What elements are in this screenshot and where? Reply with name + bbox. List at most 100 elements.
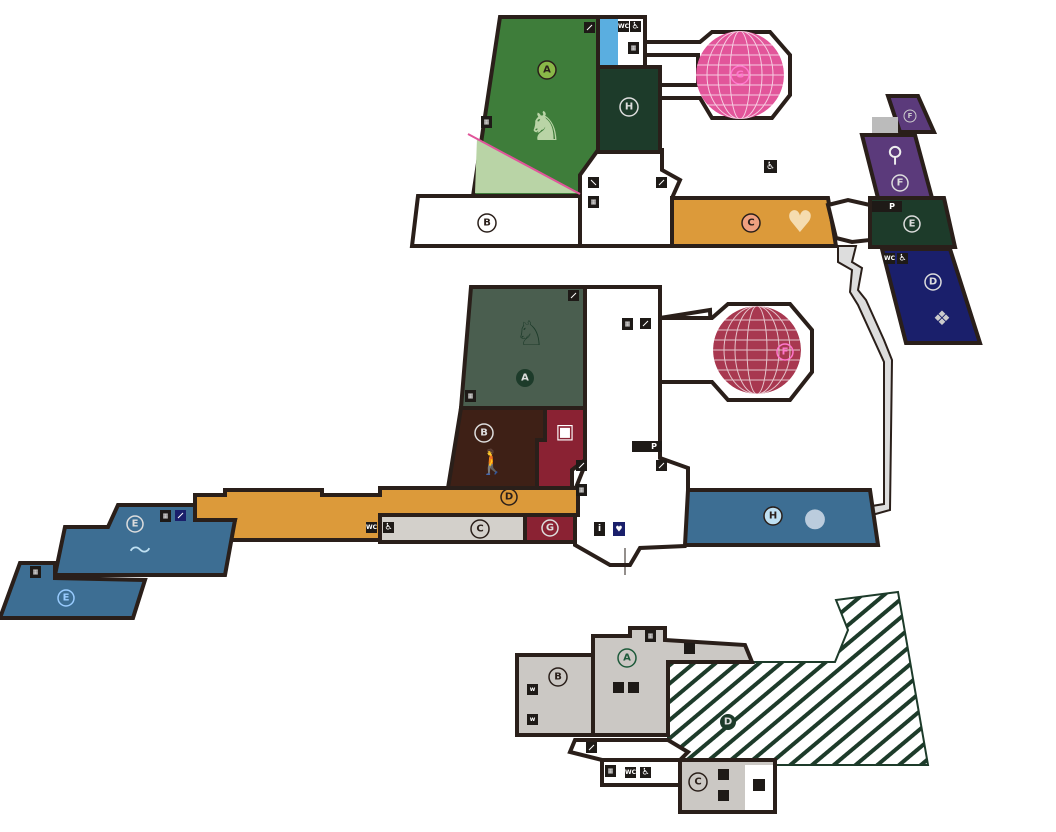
svg-text:B: B xyxy=(483,218,491,229)
room-label-A: A xyxy=(617,648,637,668)
elevator-icon: ▦ xyxy=(588,196,599,208)
svg-text:WC: WC xyxy=(884,255,896,262)
locker-icon xyxy=(684,643,695,654)
connector-path xyxy=(837,245,894,517)
svg-text:▦: ▦ xyxy=(648,633,654,640)
svg-text:♿: ♿ xyxy=(384,523,392,533)
svg-text:▦: ▦ xyxy=(608,768,614,775)
room-label-B: B xyxy=(548,667,568,687)
room-label-G: G xyxy=(541,519,559,537)
upper-room-H[interactable] xyxy=(596,65,662,154)
svg-text:♿: ♿ xyxy=(766,161,775,172)
changing-icon xyxy=(628,682,639,693)
room-label-E-lower: E xyxy=(57,589,75,607)
room-label-F: F xyxy=(891,174,909,192)
wheelchair-icon: ♿ xyxy=(383,522,394,533)
elevator-icon: ▦ xyxy=(160,510,171,522)
wc-icon: WC xyxy=(618,21,630,32)
moose-icon: ♞ xyxy=(527,104,563,150)
svg-text:G: G xyxy=(736,70,744,81)
room-label-H: H xyxy=(763,506,783,526)
room-label-D: D xyxy=(924,273,942,291)
svg-text:WC: WC xyxy=(625,769,637,776)
stairs-icon xyxy=(640,318,651,329)
stairs-icon xyxy=(586,742,597,753)
wc-icon: WC xyxy=(366,522,378,533)
svg-text:G: G xyxy=(546,523,554,534)
svg-text:♿: ♿ xyxy=(641,768,649,778)
stairs-icon xyxy=(175,510,186,521)
svg-text:D: D xyxy=(505,492,513,503)
svg-text:▦: ▦ xyxy=(33,569,39,576)
room-label-F: F xyxy=(776,343,794,361)
svg-text:F: F xyxy=(782,347,789,358)
stairs-icon xyxy=(576,460,587,471)
room-label-C: C xyxy=(688,772,708,792)
svg-text:▦: ▦ xyxy=(484,119,490,126)
stairs-icon xyxy=(656,177,667,188)
svg-text:P: P xyxy=(651,442,657,451)
stairs-icon xyxy=(656,460,667,471)
room-label-B: B xyxy=(477,213,497,233)
wheelchair-icon: ♿ xyxy=(640,767,651,778)
lower-room-D[interactable] xyxy=(667,590,930,766)
svg-text:ᴡ: ᴡ xyxy=(530,686,536,693)
svg-text:♿: ♿ xyxy=(898,254,906,264)
room-label-A: A xyxy=(537,60,557,80)
crystal-icon: ❖ xyxy=(933,306,951,330)
svg-text:C: C xyxy=(476,524,483,535)
upper-room-D[interactable] xyxy=(879,247,983,345)
elevator-icon: ▦ xyxy=(628,42,639,54)
room-label-B: B xyxy=(474,423,494,443)
dinosaur-icon: ♘ xyxy=(515,314,545,354)
stairs-icon xyxy=(568,290,579,301)
elevator-icon: ▦ xyxy=(576,484,587,496)
svg-text:E: E xyxy=(132,519,139,530)
elevator-icon: ▦ xyxy=(622,318,633,330)
wc-icon: WC xyxy=(625,767,637,778)
main-room-C[interactable] xyxy=(378,513,527,544)
svg-text:A: A xyxy=(543,65,551,76)
microscope-icon: ⚲ xyxy=(887,143,903,168)
wc-icon: WC xyxy=(884,253,896,264)
lower-room-A[interactable] xyxy=(591,626,755,737)
cafe-icon xyxy=(718,790,729,801)
svg-text:H: H xyxy=(769,511,777,522)
svg-text:WC: WC xyxy=(618,23,630,30)
room-label-E: E xyxy=(126,515,144,533)
room-label-D: D xyxy=(720,714,736,730)
stairs-icon xyxy=(588,177,599,188)
room-label-D: D xyxy=(500,488,518,506)
whale-icon: 〜 xyxy=(129,539,151,564)
divider-line xyxy=(467,133,581,195)
svg-text:▦: ▦ xyxy=(468,393,474,400)
svg-text:C: C xyxy=(747,218,754,229)
heart-icon: ♥ xyxy=(787,205,814,240)
upper-floor: A H B C G F F E D ♞ ♥ ❖ ⚲ WC ♿ ▦ ▦ ▦ ♿ P… xyxy=(409,15,983,517)
svg-text:F: F xyxy=(897,178,904,189)
room-label-G: G xyxy=(730,65,750,85)
info-icon: i xyxy=(594,522,605,536)
svg-text:i: i xyxy=(598,524,601,534)
evolution-icon: 🚶 xyxy=(477,448,507,476)
svg-text:E: E xyxy=(909,219,916,230)
upper-gray-room xyxy=(872,117,898,135)
main-room-E[interactable] xyxy=(52,503,238,577)
globe-earth-icon: ● xyxy=(804,503,827,533)
wheelchair-icon: ♿ xyxy=(764,160,777,173)
svg-text:A: A xyxy=(623,653,631,664)
wheelchair-icon: ♿ xyxy=(630,21,641,32)
svg-text:▦: ▦ xyxy=(163,513,169,520)
picnic-icon: ᴡ xyxy=(527,684,538,695)
pram-icon: P xyxy=(632,441,662,452)
lower-floor: A B C D ▦ ᴡ ᴡ ▦ WC ♿ xyxy=(515,590,930,814)
cafe-icon xyxy=(753,779,765,791)
upper-globe-G[interactable] xyxy=(690,31,790,119)
locker-icon xyxy=(613,682,624,693)
svg-text:ᴡ: ᴡ xyxy=(530,716,536,723)
room-label-A: A xyxy=(516,369,534,387)
svg-text:A: A xyxy=(521,373,529,384)
elevator-icon: ▦ xyxy=(30,566,41,578)
gift-icon: ▣ xyxy=(556,419,575,443)
